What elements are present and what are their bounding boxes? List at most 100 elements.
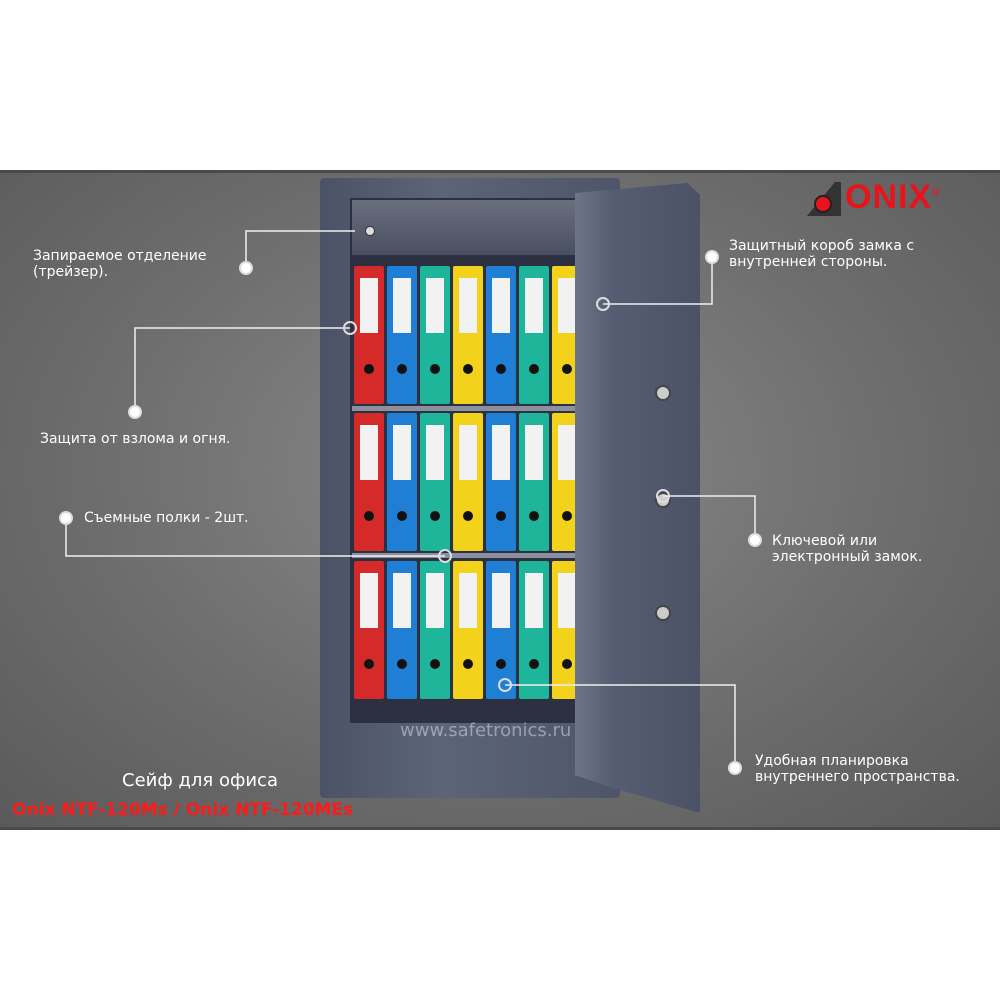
drawer-lock-icon — [365, 226, 375, 236]
binder-label — [525, 573, 543, 628]
binder — [420, 266, 450, 404]
binder-hole — [529, 659, 539, 669]
binder-label — [426, 278, 444, 333]
binder-label — [492, 278, 510, 333]
binder-label — [558, 278, 576, 333]
brand-logo: ONIX® — [845, 178, 941, 217]
callout-line: внутренней стороны. — [729, 254, 888, 270]
binder-hole — [430, 364, 440, 374]
callout-dot — [128, 405, 142, 419]
binder-label — [360, 278, 378, 333]
callout-line: электронный замок. — [772, 549, 923, 565]
callout-line: (трейзер). — [33, 264, 109, 280]
binder-label — [360, 573, 378, 628]
binder-hole — [529, 364, 539, 374]
binder-hole — [496, 364, 506, 374]
callout-protection: Защита от взлома и огня. — [40, 431, 231, 447]
callout-dot — [438, 549, 452, 563]
binder — [420, 561, 450, 699]
binder — [453, 561, 483, 699]
binder-label — [360, 425, 378, 480]
onix-logo-icon — [805, 180, 845, 224]
binder-hole — [430, 511, 440, 521]
binder-hole — [397, 659, 407, 669]
binder-hole — [562, 511, 572, 521]
callout-line: Ключевой или — [772, 533, 878, 549]
callout-line: Запираемое отделение — [33, 248, 207, 264]
shelf — [352, 553, 588, 558]
binder — [420, 413, 450, 551]
binder-hole — [562, 364, 572, 374]
binder-label — [525, 425, 543, 480]
callout-dot — [59, 511, 73, 525]
binder — [519, 266, 549, 404]
binder-hole — [397, 511, 407, 521]
door-bolt-icon — [655, 605, 671, 621]
registered-mark: ® — [932, 187, 941, 199]
binder-hole — [397, 364, 407, 374]
binder-label — [426, 573, 444, 628]
callout-line: внутреннего пространства. — [755, 769, 960, 785]
binder-hole — [364, 511, 374, 521]
binder — [387, 413, 417, 551]
safe-door — [575, 183, 700, 813]
binder-label — [393, 573, 411, 628]
callout-line: Защитный короб замка с — [729, 238, 915, 254]
callout-shelves: Съемные полки - 2шт. — [84, 510, 249, 526]
binder — [453, 266, 483, 404]
binder-hole — [562, 659, 572, 669]
binder — [519, 561, 549, 699]
binder — [453, 413, 483, 551]
callout-line: Защита от взлома и огня. — [40, 431, 231, 447]
binder-label — [426, 425, 444, 480]
brand-name: ONIX — [845, 178, 933, 216]
binder-label — [492, 573, 510, 628]
door-bolt-icon — [655, 385, 671, 401]
binder-hole — [529, 511, 539, 521]
callout-dot — [239, 261, 253, 275]
callout-line: Съемные полки - 2шт. — [84, 510, 249, 526]
binder-hole — [463, 364, 473, 374]
binder — [486, 413, 516, 551]
binder — [486, 561, 516, 699]
watermark: www.safetronics.ru — [400, 720, 572, 741]
binder-hole — [364, 659, 374, 669]
binder — [387, 266, 417, 404]
product-title: Сейф для офиса — [122, 770, 278, 791]
binder-label — [558, 425, 576, 480]
binder-label — [558, 573, 576, 628]
binder-hole — [463, 511, 473, 521]
binder-label — [492, 425, 510, 480]
binder-hole — [496, 659, 506, 669]
binder — [486, 266, 516, 404]
callout-dot — [343, 321, 357, 335]
callout-dot — [596, 297, 610, 311]
callout-dot — [748, 533, 762, 547]
callout-treyzer: Запираемое отделение(трейзер). — [33, 248, 207, 280]
binder-label — [459, 573, 477, 628]
callout-dot — [656, 489, 670, 503]
product-model: Onix NTF-120Ms / Onix NTF-120MEs — [12, 800, 354, 820]
binder-hole — [364, 364, 374, 374]
callout-dot — [728, 761, 742, 775]
binder-label — [525, 278, 543, 333]
binder-hole — [430, 659, 440, 669]
binder-hole — [463, 659, 473, 669]
binder — [354, 266, 384, 404]
binder-label — [459, 425, 477, 480]
binder — [387, 561, 417, 699]
binder — [354, 561, 384, 699]
callout-dot — [498, 678, 512, 692]
binder-label — [393, 425, 411, 480]
shelf — [352, 406, 588, 411]
binder-label — [459, 278, 477, 333]
callout-line: Удобная планировка — [755, 753, 909, 769]
binder-label — [393, 278, 411, 333]
binder — [519, 413, 549, 551]
treyzer-drawer — [352, 200, 588, 255]
binder-hole — [496, 511, 506, 521]
